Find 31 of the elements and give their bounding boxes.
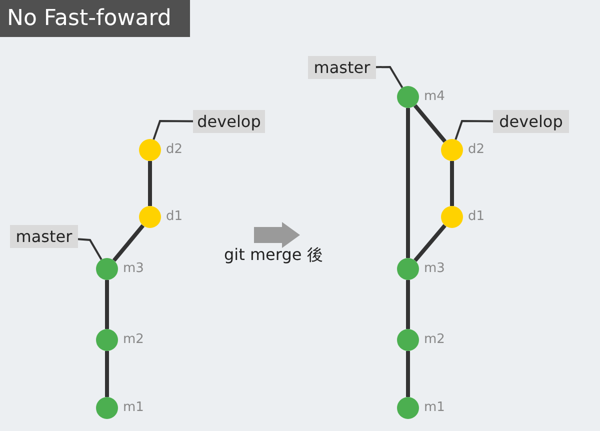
- caption-text: git merge 後: [224, 244, 323, 266]
- leader-line: [152, 120, 193, 140]
- branch-label: develop: [493, 110, 569, 133]
- commit-line: [105, 351, 109, 397]
- commit-line: [148, 161, 152, 206]
- commit-name: m2: [123, 331, 144, 349]
- leader-line: [454, 120, 493, 140]
- commit-name: d2: [166, 141, 183, 159]
- commit-line: [105, 280, 109, 329]
- commit-name: m2: [424, 331, 445, 349]
- leader-line: [376, 66, 404, 88]
- commit-name: m3: [123, 260, 144, 278]
- commit-name: m3: [424, 260, 445, 278]
- branch-label: master: [10, 225, 78, 248]
- commit-line: [414, 224, 446, 262]
- leader-line: [78, 238, 102, 260]
- commit-line: [112, 224, 145, 262]
- commit-name: d2: [468, 141, 485, 159]
- commit-line: [406, 351, 410, 397]
- commit-line: [406, 108, 410, 258]
- commit-name: m1: [123, 399, 144, 417]
- title: No Fast-foward: [0, 0, 190, 37]
- commit-name: m1: [424, 399, 445, 417]
- commit-line: [450, 161, 454, 206]
- commit-line: [406, 280, 410, 329]
- branch-label: master: [308, 56, 376, 79]
- commit-name: d1: [166, 208, 183, 226]
- branch-label: develop: [193, 110, 265, 133]
- commit-name: d1: [468, 208, 485, 226]
- commit-name: m4: [424, 88, 445, 106]
- commit-line: [413, 104, 447, 143]
